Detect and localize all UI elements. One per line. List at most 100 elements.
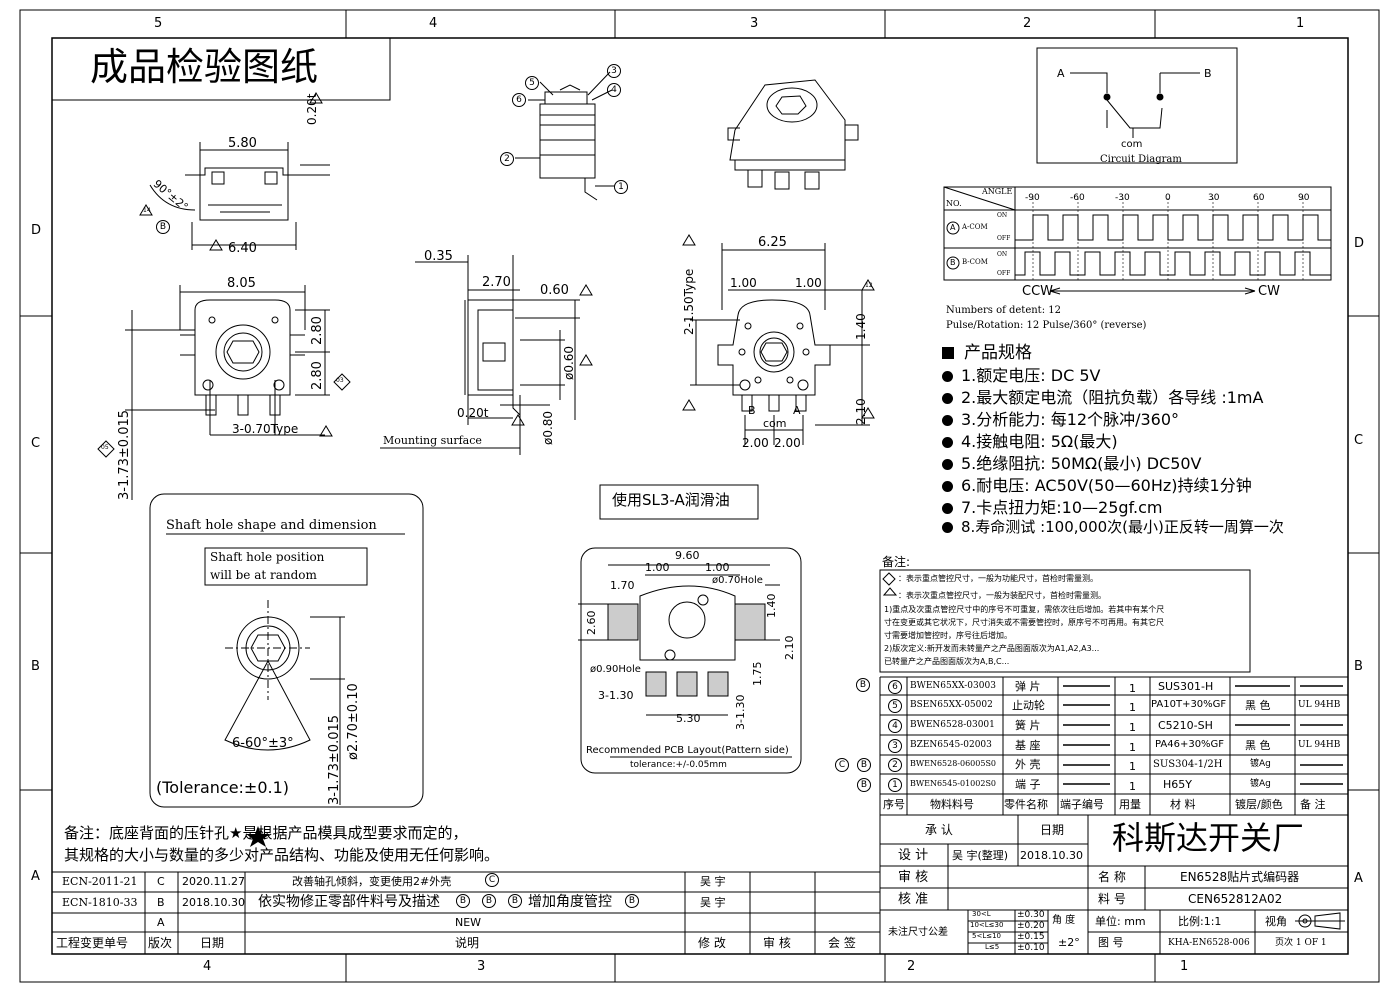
dim-060: 0.60 <box>540 283 569 298</box>
angle-m90: -90 <box>1025 193 1040 203</box>
col-label-b2: 2 <box>907 959 916 974</box>
tol-value: ±0.20 <box>1017 921 1045 931</box>
tb-name-val: EN6528贴片式编码器 <box>1180 870 1300 884</box>
tol-value: ±0.10 <box>1017 943 1045 953</box>
pcb-b: 1.00 <box>705 561 730 574</box>
timing-angle-label: ANGLE <box>982 187 1013 196</box>
circuit-caption: Circuit Diagram <box>1100 154 1182 165</box>
spec-item: 2.最大额定电流（阻抗负载）各导线 :1mA <box>942 384 1263 408</box>
row-a: A-COM <box>962 223 988 231</box>
tb-scale: 比例:1:1 <box>1178 915 1222 928</box>
circuit-a: A <box>1057 67 1065 80</box>
angle-30: 30 <box>1208 193 1220 203</box>
pcb-title: Recommended PCB Layout(Pattern side) <box>586 745 789 756</box>
side-view-middle <box>380 255 580 455</box>
note-line: ：表示次重点管控尺寸，一般为装配尺寸，首检时需量测。 <box>898 591 1106 600</box>
shaft-tolerance: (Tolerance:±0.1) <box>156 778 290 797</box>
title-box <box>51 37 391 101</box>
tb-pn-val: CEN652812A02 <box>1188 892 1283 906</box>
shaft-dim2: ø2.70±0.10 <box>346 683 361 760</box>
pin-b: B <box>748 404 756 417</box>
row-a-off: OFF <box>997 235 1011 242</box>
pcb-tolerance: tolerance:+/-0.05mm <box>630 760 727 770</box>
tb-angle-label: 角 度 <box>1052 915 1076 926</box>
dim-020t2: 0.20t <box>457 406 489 420</box>
rev-mark-2c: C <box>835 758 849 772</box>
row-b-mark: B <box>950 258 956 267</box>
tol-range: 5<L≤10 <box>972 932 1001 940</box>
row-label-c: C <box>31 436 41 451</box>
tb-page: 页次 1 OF 1 <box>1275 938 1327 948</box>
star-mark <box>246 826 270 847</box>
note-line: 寸在变更或其它状况下，尺寸消失或不需要管控时，原序号不可再用。有其它尺 <box>884 618 1164 627</box>
note-line: 2)版次定义:新开发而未转量产之产品图面版次为A1,A2,A3... <box>884 644 1100 653</box>
tb-pn-label: 料 号 <box>1098 892 1126 906</box>
part-callout-5: 5 <box>525 76 539 90</box>
iso-view <box>727 79 859 190</box>
bullet-icon <box>942 371 953 382</box>
row-a-on: ON <box>997 212 1008 219</box>
top-view-left <box>125 285 330 500</box>
pin-a: A <box>793 404 801 417</box>
remark-line-1: 备注：底座背面的压针孔★是根据产品模具成型要求而定的， <box>64 824 468 842</box>
row-b: B-COM <box>962 258 988 266</box>
detent-text: Numbers of detent: 12 <box>946 305 1061 316</box>
shaft-title: Shaft hole shape and dimension <box>166 518 377 533</box>
pcb-h140: 1.40 <box>765 593 778 619</box>
revision-grid <box>52 871 880 954</box>
note-line: 已转量产之产品图面版次为A,B,C... <box>884 657 1010 666</box>
sym-12: 12 <box>865 282 873 289</box>
tb-unit: 单位: mm <box>1095 915 1146 928</box>
dim-210: 2.10 <box>854 398 868 425</box>
shaft-pos: Shaft hole position <box>210 550 325 564</box>
col-label-3: 3 <box>750 16 759 31</box>
dim-173: 3-1.73±0.015 <box>117 409 132 500</box>
bullet-icon <box>942 503 953 514</box>
dim-035: 0.35 <box>424 249 453 264</box>
lube-box <box>599 484 759 520</box>
pcb-p130v: 3-1.30 <box>734 694 747 730</box>
angle-m30: -30 <box>1115 193 1130 203</box>
company-name: 科斯达开关厂 <box>1112 819 1305 857</box>
tb-approve: 承 认 <box>925 823 953 837</box>
dim-200a: 2.00 <box>742 436 769 450</box>
part-callout-6: 6 <box>512 93 526 107</box>
row-b-off: OFF <box>997 270 1011 277</box>
col-label-1: 1 <box>1296 16 1305 31</box>
rev-mark-2b: B <box>857 758 871 772</box>
pcb-hole2: ø0.90Hole <box>590 664 641 675</box>
col-label-5: 5 <box>154 16 163 31</box>
angle-m60: -60 <box>1070 193 1085 203</box>
pin-com: com <box>763 417 787 430</box>
pcb-layout <box>578 547 802 774</box>
waveform-a <box>1015 214 1331 241</box>
shaft-angle: 6-60°±3° <box>232 736 294 751</box>
rev-mark-6: B <box>856 678 870 692</box>
ccw-label: CCW <box>1022 284 1054 299</box>
tb-designer: 吴 宇(整理) <box>952 849 1009 862</box>
diamond-marks <box>97 373 896 586</box>
spec-item: 8.寿命测试 :100,000次(最小)正反转一周算一次 <box>942 516 1284 537</box>
tol-value: ±0.30 <box>1017 910 1045 920</box>
bullet-icon <box>942 522 953 533</box>
row-label-b-right: B <box>1354 659 1363 674</box>
pcb-a: 1.00 <box>645 561 670 574</box>
triangle-marks <box>139 92 898 596</box>
pcb-p130: 3-1.30 <box>598 689 634 702</box>
col-label-2: 2 <box>1023 16 1032 31</box>
col-label-b3: 3 <box>477 959 486 974</box>
timing-grid <box>943 186 1332 295</box>
tb-drawno: KHA-EN6528-006 <box>1168 938 1250 948</box>
part-callout-2: 2 <box>500 152 514 166</box>
dim-200b: 2.00 <box>774 436 801 450</box>
dim-140: 1.40 <box>854 313 868 340</box>
dim-625: 6.25 <box>758 235 787 250</box>
dim-580: 5.80 <box>228 136 257 151</box>
row-label-d: D <box>31 223 42 238</box>
spec-item: 4.接触电阻: 5Ω(最大) <box>942 428 1118 452</box>
frame-outer <box>19 9 1380 983</box>
notes-title: 备注: <box>882 555 911 569</box>
tb-view: 视角 <box>1265 915 1287 928</box>
part-callout-3: 3 <box>607 64 621 78</box>
pcb-hole1: ø0.70Hole <box>712 575 763 586</box>
